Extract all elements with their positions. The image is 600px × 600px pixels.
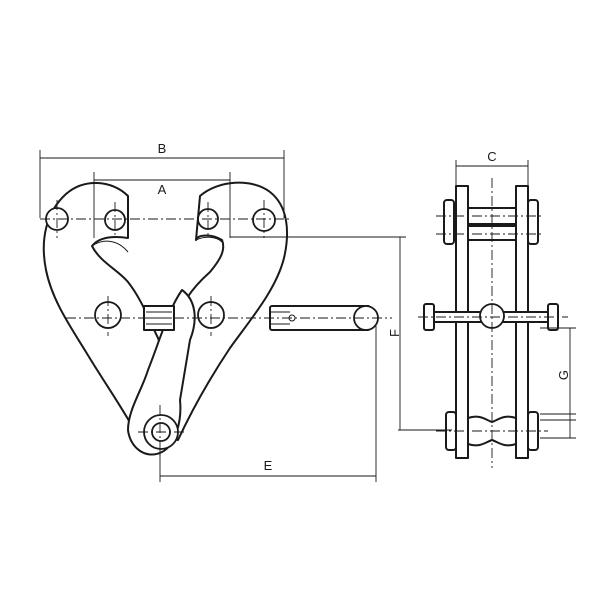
dimension-c-label: C — [487, 149, 496, 164]
dimension-f-label: F — [387, 329, 402, 337]
jaw-throat-detail — [91, 236, 223, 253]
side-view — [418, 178, 568, 468]
side-top-bolt-head-left — [443, 199, 455, 245]
dimension-b-label: B — [158, 141, 167, 156]
front-view — [40, 181, 392, 460]
dimension-e-label: E — [264, 458, 273, 473]
dimension-a-label: A — [158, 182, 167, 197]
dimensions: B A C F G E — [39, 141, 576, 482]
dimension-g-label: G — [556, 370, 571, 380]
lower-arm — [127, 289, 196, 456]
side-top-bolt-head-right — [527, 199, 539, 245]
